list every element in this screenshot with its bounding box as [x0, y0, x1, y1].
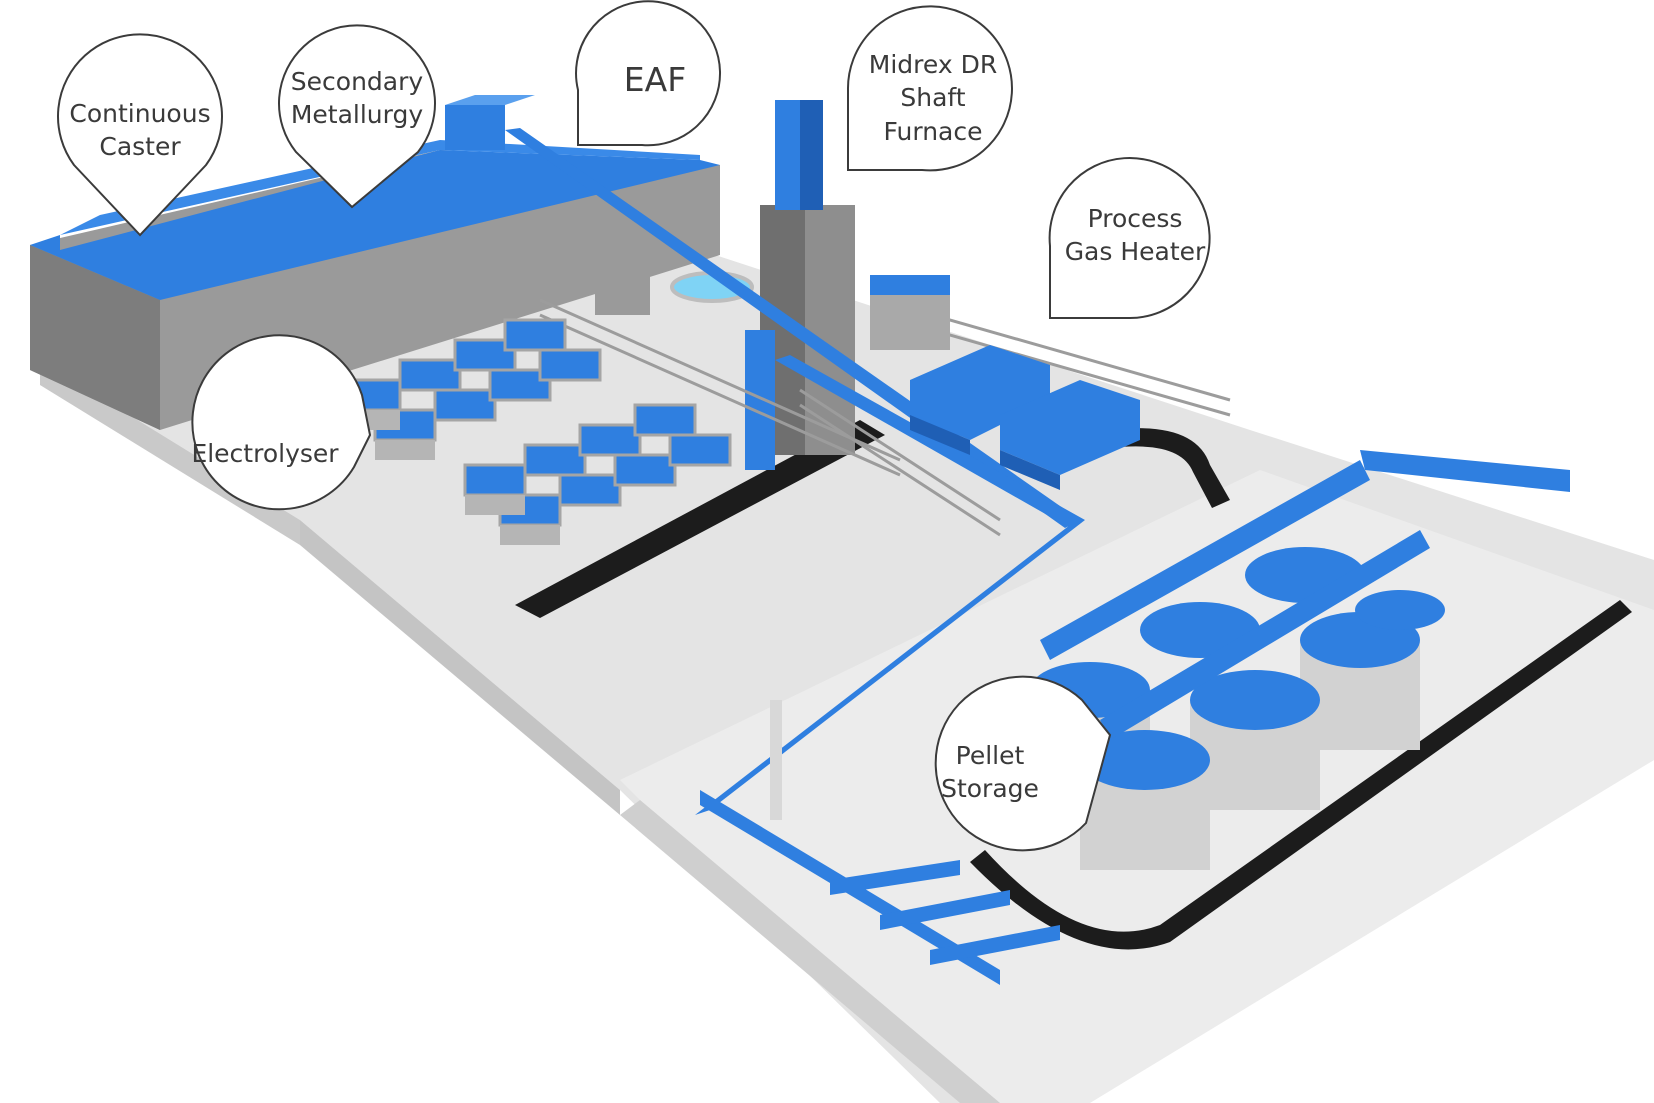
- conveyor-pellets: [775, 355, 1085, 528]
- unloading-bays: [700, 700, 1060, 985]
- label-pellet-storage: Pellet Storage: [915, 732, 1065, 812]
- callout-midrex: [846, 5, 1013, 172]
- label-secondary-metallurgy: Secondary Metallurgy: [277, 58, 437, 138]
- label-eaf-line1: EAF: [623, 60, 687, 100]
- electrolyser-modules: [338, 318, 732, 545]
- callout-secondary-metallurgy: [278, 24, 436, 209]
- label-pellet-storage-line2: Storage: [941, 774, 1039, 803]
- label-electrolyser: Electrolyser: [180, 432, 350, 476]
- callout-bubbles: [57, 0, 1211, 852]
- label-pellet-storage-line1: Pellet: [955, 740, 1025, 770]
- label-process-gas-heater-line1: Process: [1087, 203, 1183, 233]
- label-electrolyser-line1: Electrolyser: [191, 439, 339, 469]
- label-midrex-line1: Midrex DR: [868, 50, 998, 80]
- label-eaf: EAF: [580, 55, 730, 105]
- label-secondary-metallurgy-line2: Metallurgy: [290, 100, 424, 129]
- callout-pellet-storage: [934, 675, 1112, 852]
- label-process-gas-heater: Process Gas Heater: [1050, 195, 1220, 275]
- callout-continuous-caster: [57, 33, 223, 237]
- label-process-gas-heater-line2: Gas Heater: [1064, 237, 1206, 266]
- callout-process-gas-heater: [1048, 157, 1211, 319]
- label-secondary-metallurgy-line1: Secondary: [290, 66, 424, 96]
- eaf-roof-housing: [445, 105, 505, 150]
- callout-eaf: [575, 0, 722, 147]
- label-continuous-caster-line1: Continuous: [69, 98, 211, 128]
- pellet-silos: [1030, 450, 1570, 870]
- label-midrex-line2: Shaft: [900, 83, 966, 113]
- label-continuous-caster-line2: Caster: [99, 132, 181, 161]
- road: [515, 420, 1632, 950]
- label-continuous-caster: Continuous Caster: [55, 90, 225, 170]
- label-midrex: Midrex DR Shaft Furnace: [853, 42, 1013, 154]
- gas-heater-buildings: [870, 275, 1140, 490]
- callout-electrolyser: [191, 334, 372, 511]
- conveyor-feed: [695, 520, 1085, 815]
- cooling-unit: [595, 275, 650, 315]
- exhaust-stack: [770, 700, 782, 820]
- label-midrex-line3: Furnace: [883, 116, 983, 146]
